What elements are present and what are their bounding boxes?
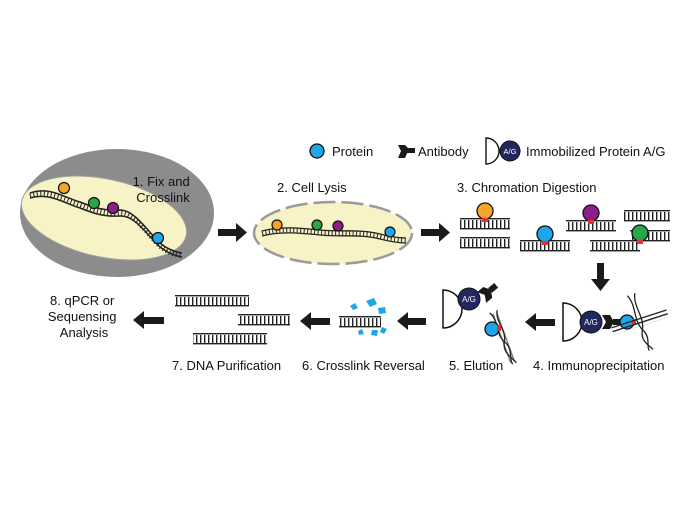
step-4-ip: A/G 4. Immunoprecipitation [533, 293, 669, 373]
bead-icon [562, 302, 583, 342]
dna-fragment [238, 314, 290, 326]
step-5-elution: A/G 5. Elution [442, 282, 517, 373]
step-6-reversal: 6. Crosslink Reversal [302, 298, 425, 373]
protein-purple [582, 204, 600, 222]
protein-orange [271, 219, 283, 231]
step-4-ag-badge: A/G [584, 318, 598, 327]
legend-ag-badge: A/G [504, 147, 517, 156]
protein-fragments [350, 298, 387, 336]
step-7-purification: 7. DNA Purification [172, 295, 290, 373]
step-3-digestion: 3. Chromation Digestion [457, 180, 670, 252]
protein-blue [484, 321, 500, 337]
step-2-lysis: 2. Cell Lysis [252, 180, 414, 266]
dna-fragment [339, 316, 381, 328]
ag-icon [579, 310, 603, 334]
chromatin-strand [29, 190, 183, 259]
dna-fragment [193, 333, 267, 345]
arrow-1-to-2 [218, 223, 247, 242]
arrow-5-to-6 [397, 312, 426, 330]
legend-immobilized-label: Immobilized Protein A/G [526, 144, 665, 159]
arrow-4-to-5 [525, 313, 555, 331]
step-5-label: 5. Elution [449, 358, 503, 373]
step-8-analysis: 8. qPCR or Sequensing Analysis [48, 293, 120, 340]
protein-purple [332, 220, 344, 232]
protein-blue [151, 231, 165, 245]
legend-antibody-icon [398, 145, 415, 158]
cell-nucleus [20, 175, 188, 261]
antibody-icon [477, 282, 499, 303]
protein-green [87, 196, 101, 210]
lysed-nucleus [252, 200, 414, 266]
ag-icon [457, 287, 481, 311]
step-2-label: 2. Cell Lysis [277, 180, 347, 195]
dna-fragments [460, 210, 670, 252]
step-4-label: 4. Immunoprecipitation [533, 358, 665, 373]
arrow-6-to-7 [300, 312, 330, 330]
step-7-label: 7. DNA Purification [172, 358, 281, 373]
step-3-label: 3. Chromation Digestion [457, 180, 596, 195]
protein-purple [106, 201, 120, 215]
arrow-2-to-3 [421, 223, 450, 242]
step-1-label: 1. Fix and Crosslink [133, 174, 194, 205]
dna-fragment-vertical [611, 293, 669, 351]
dna-fragment [175, 295, 249, 307]
legend: Protein Antibody A/G Immobilized Protein… [309, 137, 665, 165]
step-6-label: 6. Crosslink Reversal [302, 358, 425, 373]
protein-orange [476, 202, 494, 220]
step-1-cell: 1. Fix and Crosslink [20, 149, 214, 277]
legend-antibody-label: Antibody [418, 144, 469, 159]
legend-ag-icon [499, 140, 521, 162]
protein-green [311, 219, 323, 231]
step-5-ag-badge: A/G [462, 295, 476, 304]
chromatin-strand [261, 227, 407, 243]
legend-protein-label: Protein [332, 144, 373, 159]
arrow-3-to-4 [591, 263, 610, 291]
arrow-7-to-8 [133, 311, 164, 329]
step-8-label: 8. qPCR or Sequensing Analysis [48, 293, 120, 340]
antibody-icon [602, 315, 621, 329]
protein-green [631, 224, 649, 242]
bead-icon [442, 289, 463, 329]
protein-blue [536, 225, 554, 243]
protein-orange [57, 181, 71, 195]
legend-bead-icon [485, 137, 500, 165]
protein-blue [384, 226, 396, 238]
legend-protein-icon [309, 143, 325, 159]
